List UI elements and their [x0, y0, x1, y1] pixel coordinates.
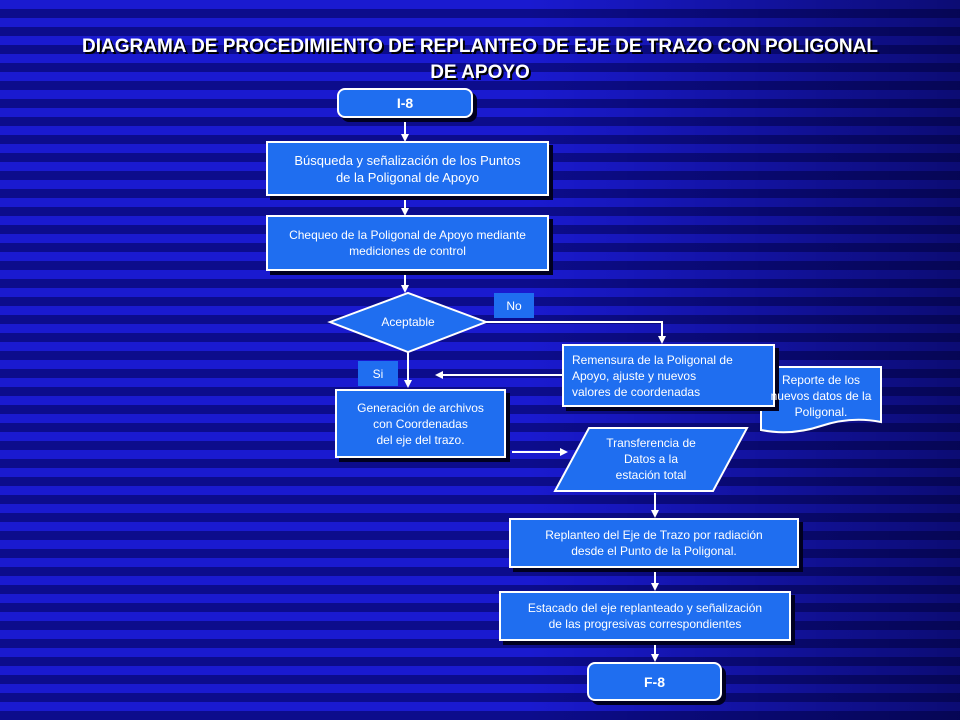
chequeo-label: Chequeo de la Poligonal de Apoyo mediant…: [289, 228, 526, 258]
decision-label: Aceptable: [381, 315, 435, 329]
transferencia-parallelogram: [553, 427, 749, 492]
diagram-title: DIAGRAMA DE PROCEDIMIENTO DE REPLANTEO D…: [20, 34, 940, 86]
start-terminal: I-8: [337, 88, 473, 118]
busqueda-label: Búsqueda y señalización de los Puntos de…: [294, 152, 521, 185]
reporte-document-shape: [760, 366, 882, 434]
title-line-1: DIAGRAMA DE PROCEDIMIENTO DE REPLANTEO D…: [82, 36, 878, 57]
generacion-label: Generación de archivos con Coordenadas d…: [357, 400, 484, 447]
chequeo-process: Chequeo de la Poligonal de Apoyo mediant…: [266, 215, 549, 271]
no-label: No: [494, 293, 534, 318]
title-line-2: DE APOYO: [430, 62, 530, 83]
start-label: I-8: [396, 95, 414, 111]
estacado-label: Estacado del eje replanteado y señalizac…: [527, 601, 763, 631]
arrow-decision-no: [483, 321, 666, 344]
reporte-label: Reporte de los nuevos datos de la Poligo…: [770, 373, 872, 419]
decision-diamond: [327, 291, 489, 354]
remensura-process: Remensura de la Poligonal de Apoyo, ajus…: [562, 344, 775, 407]
end-terminal: F-8: [587, 662, 722, 701]
replanteo-process: Replanteo del Eje de Trazo por radiación…: [509, 518, 799, 568]
end-label: F-8: [644, 673, 665, 690]
transferencia-label: Transferencia de Datos a la estación tot…: [606, 436, 696, 482]
busqueda-process: Búsqueda y señalización de los Puntos de…: [266, 141, 549, 196]
generacion-process: Generación de archivos con Coordenadas d…: [335, 389, 506, 458]
estacado-process: Estacado del eje replanteado y señalizac…: [499, 591, 791, 641]
replanteo-label: Replanteo del Eje de Trazo por radiación…: [545, 528, 763, 558]
si-label: Si: [358, 361, 398, 386]
remensura-label: Remensura de la Poligonal de Apoyo, ajus…: [572, 352, 733, 399]
